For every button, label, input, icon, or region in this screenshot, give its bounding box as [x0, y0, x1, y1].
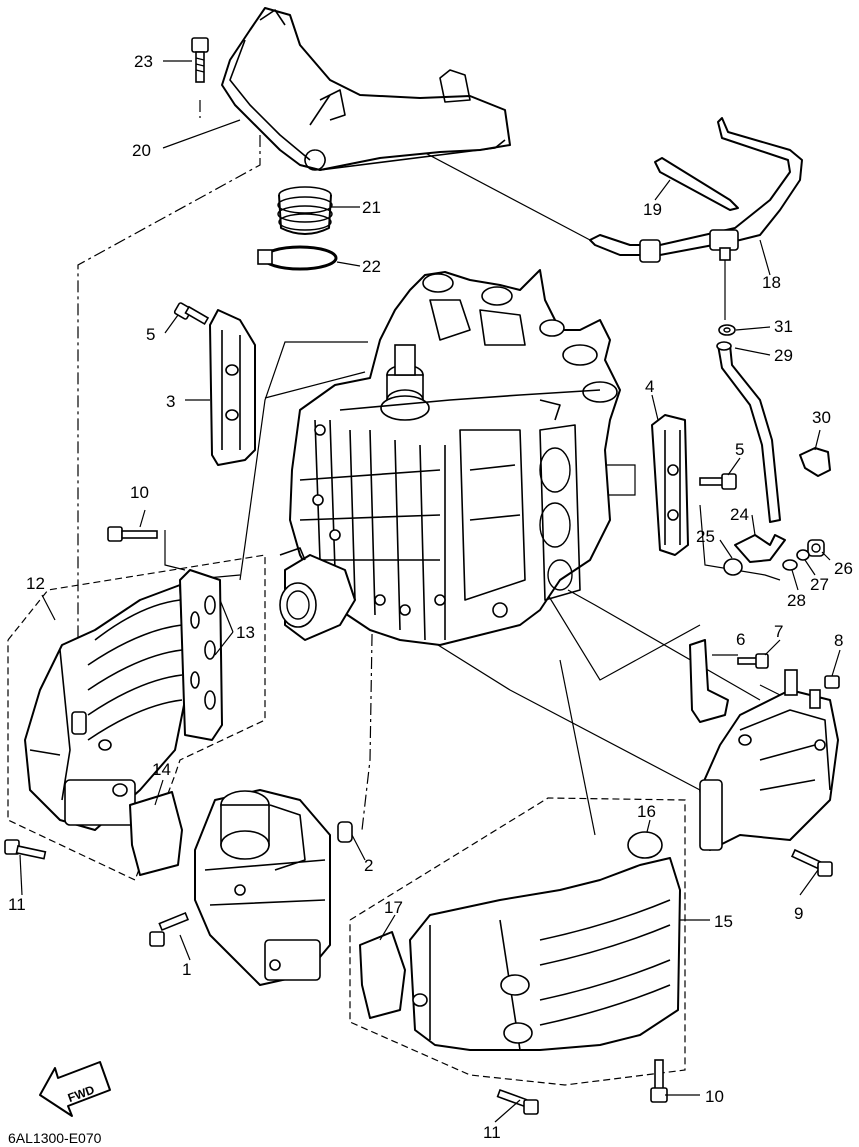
callout-26: 26 — [834, 559, 853, 578]
callout-16: 16 — [637, 802, 656, 821]
part-15-manifold-right — [409, 857, 681, 1051]
part-5-bolt-right — [699, 473, 737, 490]
callout-20: 20 — [132, 141, 151, 160]
callout-3: 3 — [166, 392, 175, 411]
part-27-washer — [796, 549, 810, 561]
part-2-dowel — [337, 821, 353, 843]
callout-labels: 23 20 21 22 19 18 31 29 30 5 4 24 25 26 … — [8, 52, 853, 1142]
fuel-rail-assembly — [699, 669, 839, 851]
callout-8: 8 — [834, 631, 843, 650]
callout-30: 30 — [812, 408, 831, 427]
callout-6: 6 — [736, 630, 745, 649]
part-8-nut — [824, 675, 840, 689]
part-14-gasket — [129, 791, 183, 876]
part-10-bolt-lower — [650, 1059, 668, 1103]
part-28-washer — [782, 559, 798, 571]
callout-31: 31 — [774, 317, 793, 336]
callout-2: 2 — [364, 856, 373, 875]
callout-12: 12 — [26, 574, 45, 593]
part-9-bolt — [790, 848, 833, 877]
part-22-band — [257, 245, 338, 271]
part-25-o-ring — [723, 558, 743, 576]
callout-25: 25 — [696, 527, 715, 546]
fwd-arrow-icon: FWD — [39, 1061, 111, 1117]
callout-11a: 11 — [8, 895, 26, 914]
callout-14: 14 — [152, 760, 171, 779]
callout-21: 21 — [362, 198, 381, 217]
callout-18: 18 — [762, 273, 781, 292]
part-19-tie — [654, 157, 739, 211]
part-6-bracket — [689, 639, 729, 723]
part-7-bolt — [737, 653, 769, 669]
callout-5a: 5 — [146, 325, 155, 344]
part-11-bolt-lower — [496, 1088, 539, 1115]
callout-11b: 11 — [483, 1123, 501, 1142]
callout-23: 23 — [134, 52, 153, 71]
callout-leaders — [19, 60, 841, 1123]
part-16-cap — [627, 831, 663, 859]
callout-10a: 10 — [130, 483, 149, 502]
part-3-plate — [209, 309, 256, 466]
callout-27: 27 — [810, 575, 829, 594]
part-26-cap — [807, 539, 825, 557]
part-31-ring — [718, 324, 736, 336]
figure-code: 6AL1300-E070 — [8, 1130, 102, 1146]
callout-4: 4 — [645, 377, 654, 396]
callout-7: 7 — [774, 622, 783, 641]
engine-block — [279, 269, 621, 646]
part-20-top-cover — [221, 7, 511, 171]
callout-22: 22 — [362, 257, 381, 276]
part-13-gasket — [179, 569, 223, 741]
callout-15: 15 — [714, 912, 733, 931]
part-5-bolt-left — [173, 302, 210, 326]
throttle-body — [194, 789, 331, 986]
part-12-manifold-left — [24, 584, 186, 831]
part-17-gasket — [359, 931, 406, 1019]
callout-5b: 5 — [735, 440, 744, 459]
callout-29: 29 — [774, 346, 793, 365]
callout-1: 1 — [182, 960, 191, 979]
callout-13: 13 — [236, 623, 255, 642]
part-1-bolt — [149, 911, 190, 947]
part-29-hose — [716, 341, 781, 523]
callout-9: 9 — [794, 904, 803, 923]
part-24-fitting — [734, 534, 786, 563]
part-23-bolt — [191, 37, 209, 83]
part-4-plate — [651, 414, 689, 556]
part-18-hose — [589, 117, 803, 263]
part-11-bolt-left — [4, 839, 47, 860]
callout-24: 24 — [730, 505, 749, 524]
callout-10b: 10 — [705, 1087, 724, 1106]
callout-19: 19 — [643, 200, 662, 219]
part-10-bolt-upper — [107, 526, 158, 542]
part-30-clip — [799, 447, 831, 477]
callout-17: 17 — [384, 898, 403, 917]
part-21-grommet — [277, 186, 333, 235]
callout-28: 28 — [787, 591, 806, 610]
